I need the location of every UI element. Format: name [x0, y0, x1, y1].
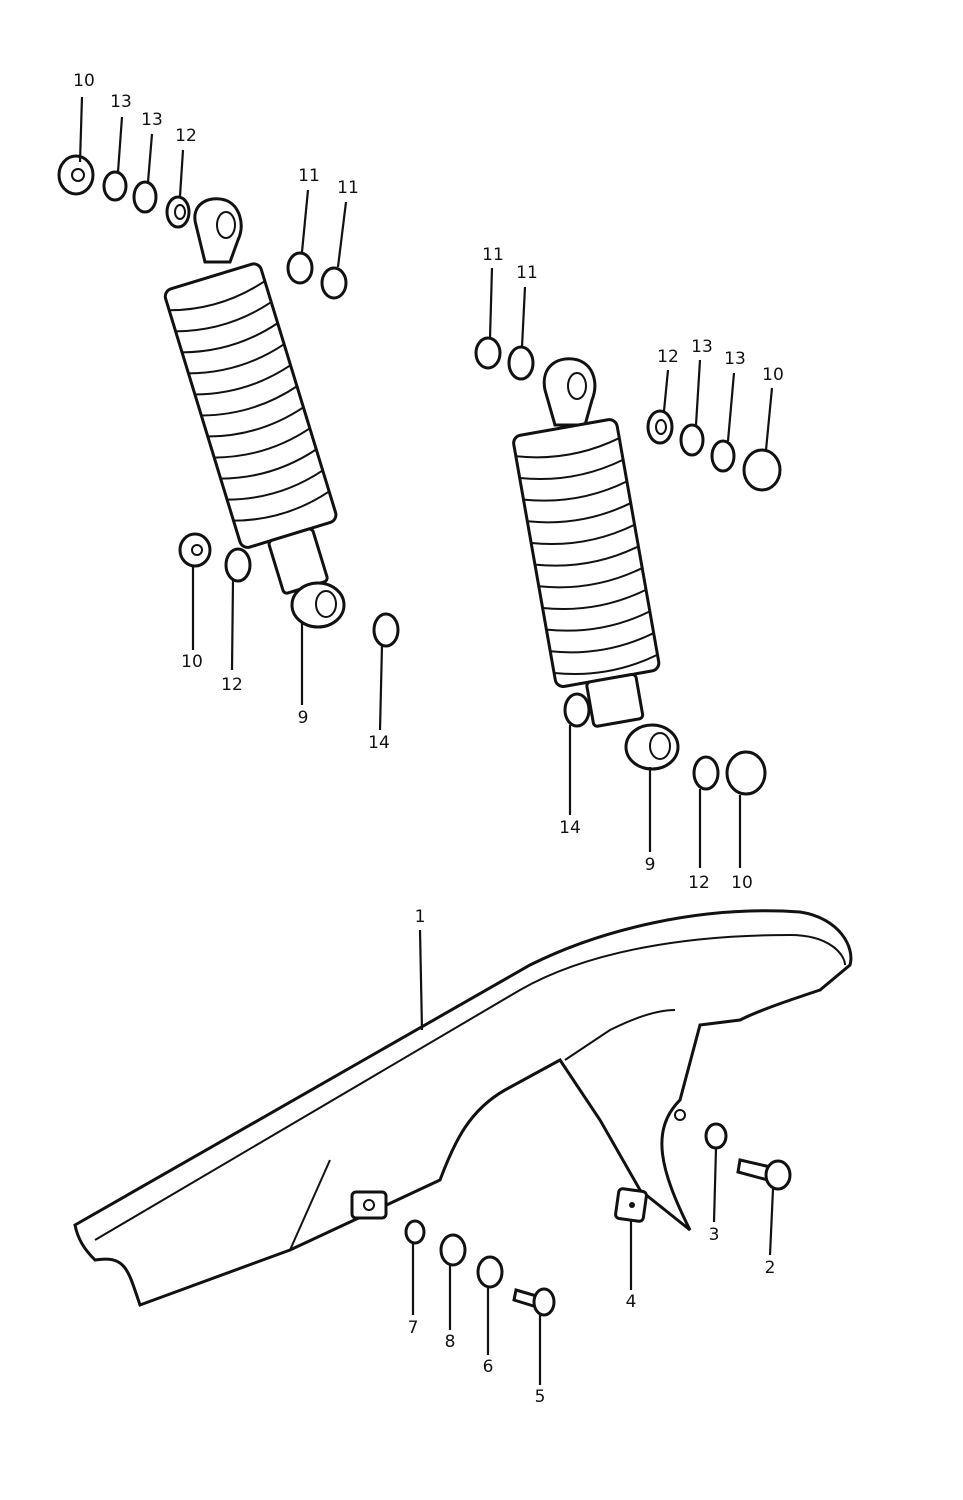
callout-left-washer-12: 12	[175, 126, 197, 146]
callout-labels: 10 13 13 12 11 11 10 12 9 14 11 11 12 13…	[73, 71, 784, 1407]
callout-bolt-5: 5	[535, 1387, 546, 1407]
callout-washer-6: 6	[483, 1357, 494, 1377]
chain-case-hardware	[404, 1122, 792, 1317]
right-lower-hardware	[563, 692, 767, 796]
callout-right-washer-14: 14	[559, 818, 581, 838]
callout-right-washer-11b: 11	[516, 263, 538, 283]
callout-washer-7: 7	[408, 1318, 419, 1338]
callout-left-top-nut: 10	[73, 71, 95, 91]
chain-case	[73, 909, 853, 1307]
left-upper-hardware	[57, 154, 348, 300]
callout-right-bottom-washer-12: 12	[688, 873, 710, 893]
left-lower-hardware	[178, 532, 400, 648]
callout-right-bottom-nut: 10	[731, 873, 753, 893]
callout-right-washer-11a: 11	[482, 245, 504, 265]
callout-left-shock: 9	[298, 708, 309, 728]
left-shock-absorber	[163, 197, 346, 629]
callout-right-top-nut: 10	[762, 365, 784, 385]
right-upper-hardware	[474, 336, 782, 492]
callout-nut-4: 4	[626, 1292, 637, 1312]
callout-left-washer-11b: 11	[337, 178, 359, 198]
callout-right-washer-13a: 13	[691, 337, 713, 357]
callout-right-washer-13b: 13	[724, 349, 746, 369]
callout-left-washer-14: 14	[368, 733, 390, 753]
callout-left-bottom-washer-12: 12	[221, 675, 243, 695]
right-shock-absorber	[512, 357, 680, 771]
callout-right-washer-12: 12	[657, 347, 679, 367]
callout-bolt-2: 2	[765, 1258, 776, 1278]
callout-right-shock: 9	[645, 855, 656, 875]
callout-chain-case: 1	[415, 907, 426, 927]
callout-left-washer-11a: 11	[298, 166, 320, 186]
callout-washer-8: 8	[445, 1332, 456, 1352]
callout-left-washer-13b: 13	[141, 110, 163, 130]
leader-lines	[78, 96, 775, 1385]
callout-left-bottom-nut: 10	[181, 652, 203, 672]
callout-left-washer-13a: 13	[110, 92, 132, 112]
callout-nut-3: 3	[709, 1225, 720, 1245]
